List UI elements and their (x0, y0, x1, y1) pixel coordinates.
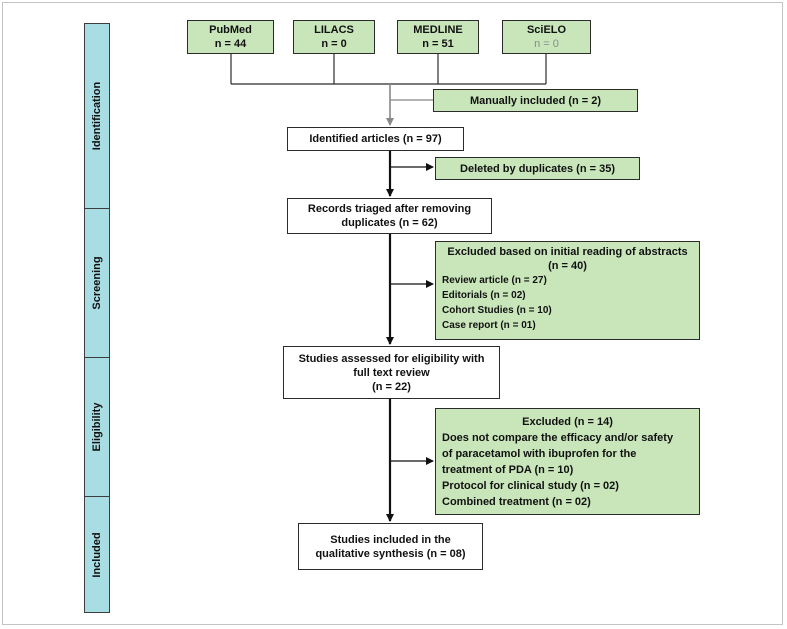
excluded-fulltext-line: Combined treatment (n = 02) (442, 496, 591, 508)
stage-screening: Screening (84, 208, 110, 358)
stage-label: Identification (91, 81, 103, 151)
included-line2: qualitative synthesis (n = 08) (315, 547, 466, 560)
duplicates-label: Deleted by duplicates (n = 35) (460, 162, 615, 175)
source-lilacs: LILACS n = 0 (293, 20, 375, 54)
assessed-line1: Studies assessed for eligibility with (298, 352, 485, 365)
source-scielo: SciELO n = 0 (502, 20, 591, 54)
source-name: SciELO (526, 24, 567, 36)
assessed-line2: full text review (353, 366, 430, 379)
excluded-editorials: Editorials (n = 02) (442, 290, 526, 301)
identified-box: Identified articles (n = 97) (287, 127, 464, 151)
excluded-review: Review article (n = 27) (442, 275, 547, 286)
source-count: n = 0 (534, 38, 559, 50)
excluded-abstracts-count: (n = 40) (548, 260, 587, 272)
source-count: n = 0 (321, 38, 347, 50)
stage-label: Eligibility (91, 402, 103, 452)
stage-label: Screening (91, 256, 103, 310)
triaged-line2: duplicates (n = 62) (341, 217, 438, 229)
excluded-cohort: Cohort Studies (n = 10) (442, 305, 552, 316)
triaged-box: Records triaged after removing duplicate… (287, 198, 492, 234)
excluded-fulltext-line: of paracetamol with ibuprofen for the (442, 448, 637, 460)
included-box: Studies included in the qualitative synt… (298, 523, 483, 570)
manually-included-label: Manually included (n = 2) (469, 94, 602, 107)
excluded-fulltext-box: Excluded (n = 14) Does not compare the e… (435, 408, 700, 515)
identified-label: Identified articles (n = 97) (309, 133, 442, 145)
excluded-abstracts-box: Excluded based on initial reading of abs… (435, 241, 700, 340)
source-name: MEDLINE (413, 24, 463, 36)
assessed-line3: (n = 22) (372, 380, 411, 393)
excluded-case-report: Case report (n = 01) (442, 320, 536, 331)
source-name: LILACS (314, 24, 354, 36)
excluded-fulltext-line: treatment of PDA (n = 10) (442, 464, 574, 476)
triaged-line1: Records triaged after removing (307, 203, 472, 215)
stage-label: Included (91, 531, 103, 578)
stage-eligibility: Eligibility (84, 357, 110, 497)
excluded-fulltext-line: Protocol for clinical study (n = 02) (442, 480, 619, 492)
excluded-fulltext-title: Excluded (n = 14) (522, 416, 613, 428)
stage-identification: Identification (84, 23, 110, 209)
source-count: n = 51 (422, 38, 454, 50)
excluded-abstracts-title: Excluded based on initial reading of abs… (447, 246, 688, 258)
included-line1: Studies included in the (330, 533, 451, 546)
source-count: n = 44 (214, 38, 247, 50)
source-medline: MEDLINE n = 51 (397, 20, 479, 54)
source-name: PubMed (209, 24, 252, 36)
assessed-box: Studies assessed for eligibility with fu… (283, 346, 500, 399)
stage-included: Included (84, 496, 110, 613)
excluded-fulltext-line: Does not compare the efficacy and/or saf… (442, 432, 674, 444)
manually-included-box: Manually included (n = 2) (433, 89, 638, 112)
source-pubmed: PubMed n = 44 (187, 20, 274, 54)
duplicates-box: Deleted by duplicates (n = 35) (435, 157, 640, 180)
